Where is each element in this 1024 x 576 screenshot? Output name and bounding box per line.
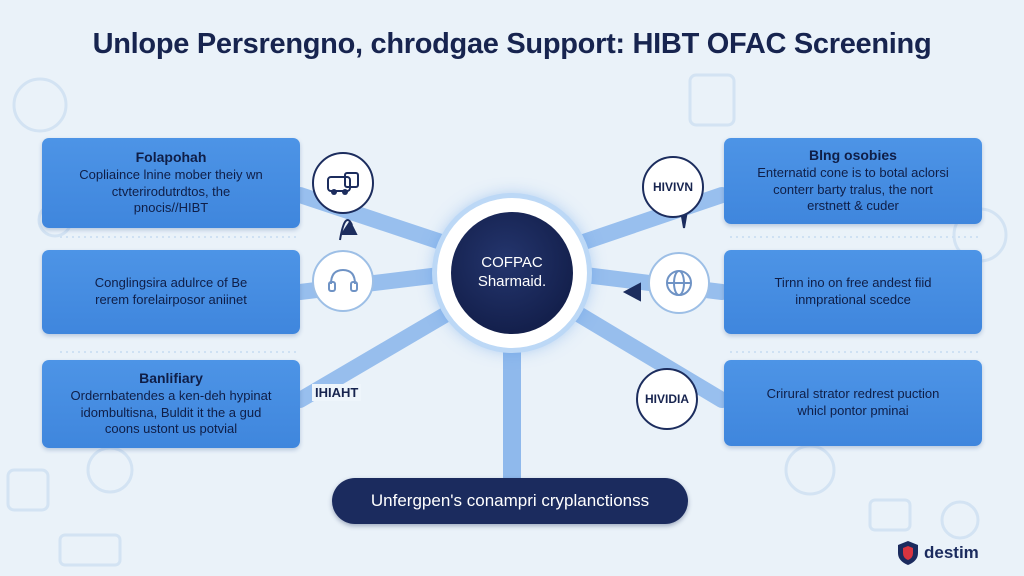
card-body: Copliaince lnine mober theiy wn ctvterir… — [52, 167, 290, 218]
card-line: Enternatid cone is to botal aclorsi — [757, 164, 949, 180]
card-body: Conglingsira adulrce of Be rerem forelai… — [52, 275, 290, 309]
connector-right-bot — [567, 304, 730, 408]
card-left-top: Folapohah Copliaince lnine mober theiy w… — [42, 138, 300, 228]
card-line: erstnett & cuder — [807, 198, 899, 214]
page-title: Unlope Persrengno, chrodgae Support: HIB… — [92, 28, 932, 60]
card-title: Folapohah — [135, 148, 207, 165]
connector-down — [503, 345, 521, 480]
vehicle-icon — [312, 152, 374, 214]
card-line: rerem forelairposor aniinet — [95, 292, 247, 307]
center-line: Sharmaid. — [477, 273, 547, 290]
card-line: idombultisna, Buldit it the a gud — [80, 404, 262, 420]
globe-icon — [648, 252, 710, 314]
card-title: Blng osobies — [809, 146, 897, 163]
card-body: Ordernbatendes a ken-deh hypinat idombul… — [52, 388, 290, 439]
card-right-mid: Tirnn ino on free andest fiid inmpration… — [724, 250, 982, 334]
card-body: Crirural strator redrest puction whicl p… — [734, 386, 972, 420]
brand-logo: destim — [896, 540, 979, 566]
node-right-top: HIVIVN — [642, 156, 704, 218]
card-line: Ordernbatendes a ken-deh hypinat — [70, 387, 272, 403]
node-label-left-bot: IHIAHT — [312, 384, 362, 401]
shield-icon — [898, 541, 918, 565]
card-right-top: Blng osobies Enternatid cone is to botal… — [724, 138, 982, 224]
logo-text: destim — [924, 543, 979, 562]
card-right-bot: Crirural strator redrest puction whicl p… — [724, 360, 982, 446]
card-line: Tirnn ino on free andest fiid — [774, 275, 932, 291]
card-line: pnocis//HIBT — [133, 200, 209, 216]
bottom-pill: Unfergpen's conampri cryplanctionss — [332, 478, 688, 524]
headset-icon — [312, 250, 374, 312]
card-body: Tirnn ino on free andest fiid inmpration… — [734, 275, 972, 309]
card-line: Crirural strator redrest puction — [766, 386, 940, 402]
card-line: coons ustont us potvial — [104, 421, 238, 437]
card-line: whicl pontor pminai — [797, 403, 909, 418]
card-left-bot: Banlifiary Ordernbatendes a ken-deh hypi… — [42, 360, 300, 448]
card-body: Enternatid cone is to botal aclorsi cont… — [734, 165, 972, 216]
center-line: COFPAC — [481, 254, 543, 272]
arrow-right-mid — [622, 282, 641, 302]
center-hub: COFPAC Sharmaid. — [451, 212, 573, 334]
card-line: Conglingsira adulrce of Be — [94, 275, 248, 291]
card-title: Banlifiary — [139, 369, 203, 386]
card-line: Copliaince lnine mober theiy wn — [79, 166, 263, 182]
card-left-mid: Conglingsira adulrce of Be rerem forelai… — [42, 250, 300, 334]
card-line: inmprational scedce — [795, 292, 911, 307]
card-line: conterr barty tralus, the nort — [773, 181, 933, 197]
card-line: ctvterirodutrdtos, the — [111, 183, 231, 199]
node-right-bot: HIVIDIA — [636, 368, 698, 430]
